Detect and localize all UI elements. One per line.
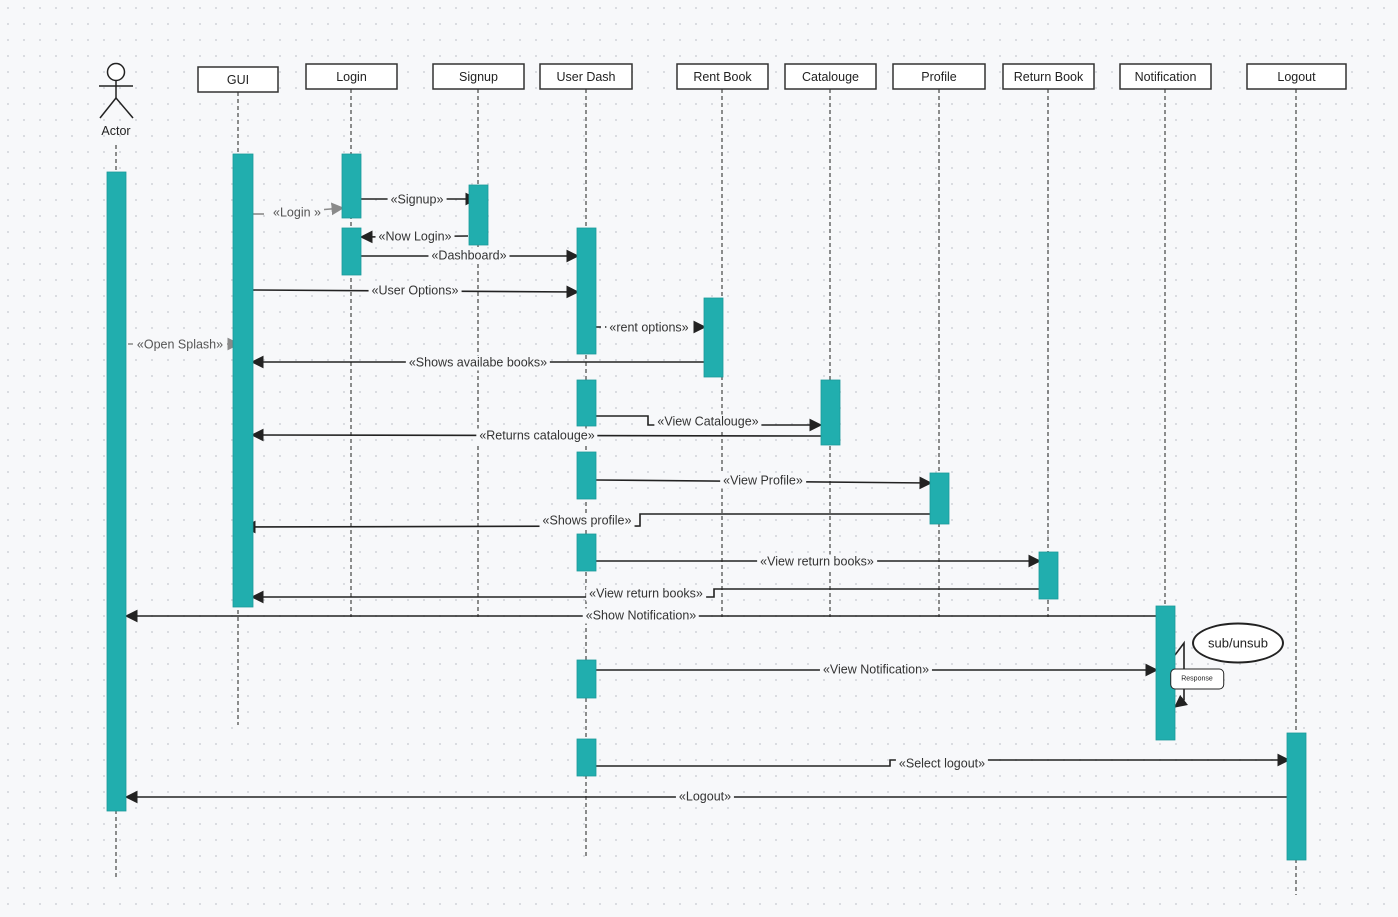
actor-label: Actor — [101, 124, 130, 138]
response-tag: Response — [1170, 668, 1224, 690]
participant-label-cat: Catalouge — [802, 70, 859, 84]
message-label-14: «View return books» — [586, 586, 706, 602]
message-label-18: «Logout» — [675, 789, 735, 805]
message-label-13: «View return books» — [757, 554, 877, 570]
participant-signup: Signup — [432, 63, 525, 90]
participant-label-logout: Logout — [1277, 70, 1316, 84]
self-call-arrow — [1173, 640, 1189, 708]
activation-rent — [703, 297, 724, 378]
message-arrow-17 — [596, 753, 1291, 767]
activation-dash — [576, 451, 597, 500]
participant-ret: Return Book — [1002, 63, 1095, 90]
activation-login — [341, 227, 362, 276]
activation-actor — [106, 171, 127, 812]
message-label-12: «Shows profile» — [539, 513, 635, 529]
activation-ret — [1038, 551, 1059, 600]
actor-icon — [99, 62, 134, 119]
participant-login: Login — [305, 63, 398, 90]
activation-cat — [820, 379, 841, 446]
activation-gui — [232, 153, 254, 608]
message-label-10: «Returns catalouge» — [476, 428, 598, 444]
activation-dash — [576, 659, 597, 699]
activation-dash — [576, 379, 597, 427]
message-label-3: «Now Login» — [375, 229, 455, 245]
participant-label-notif: Notification — [1135, 70, 1197, 84]
participant-gui: GUI — [197, 66, 279, 93]
message-arrow-14 — [250, 588, 1039, 604]
message-label-8: «Shows availabe books» — [405, 355, 551, 371]
participant-label-gui: GUI — [227, 73, 249, 87]
activation-dash — [576, 227, 597, 355]
activation-dash — [576, 533, 597, 572]
activation-logout — [1286, 732, 1307, 861]
message-label-4: «Dashboard» — [428, 248, 510, 264]
activation-login — [341, 153, 362, 219]
message-label-16: «View Notification» — [819, 662, 933, 678]
participant-label-signup: Signup — [459, 70, 498, 84]
message-label-7: «Open Splash» — [133, 337, 227, 353]
message-arrow-12 — [242, 513, 930, 534]
message-label-6: «rent options» — [606, 320, 692, 336]
participant-label-login: Login — [336, 70, 367, 84]
participant-cat: Catalouge — [784, 63, 877, 90]
participant-logout: Logout — [1246, 63, 1347, 90]
message-label-1: «Login » — [270, 205, 324, 221]
participant-dash: User Dash — [539, 63, 633, 90]
message-label-9: «View Catalouge» — [654, 414, 762, 430]
participant-label-rent: Rent Book — [693, 70, 752, 84]
participant-rent: Rent Book — [676, 63, 769, 90]
participant-label-dash: User Dash — [556, 70, 615, 84]
participant-label-ret: Return Book — [1014, 70, 1084, 84]
activation-signup — [468, 184, 489, 246]
participant-profile: Profile — [892, 63, 986, 90]
activation-profile — [929, 472, 950, 525]
message-label-15: «Show Notification» — [582, 608, 700, 624]
activation-dash — [576, 738, 597, 777]
message-label-17: «Select logout» — [895, 756, 989, 772]
participant-notif: Notification — [1119, 63, 1212, 90]
message-label-5: «User Options» — [368, 283, 462, 299]
participant-label-profile: Profile — [921, 70, 956, 84]
sub-unsub-note: sub/unsub — [1192, 622, 1284, 664]
message-label-2: «Signup» — [387, 192, 447, 208]
message-label-11: «View Profile» — [720, 473, 806, 489]
